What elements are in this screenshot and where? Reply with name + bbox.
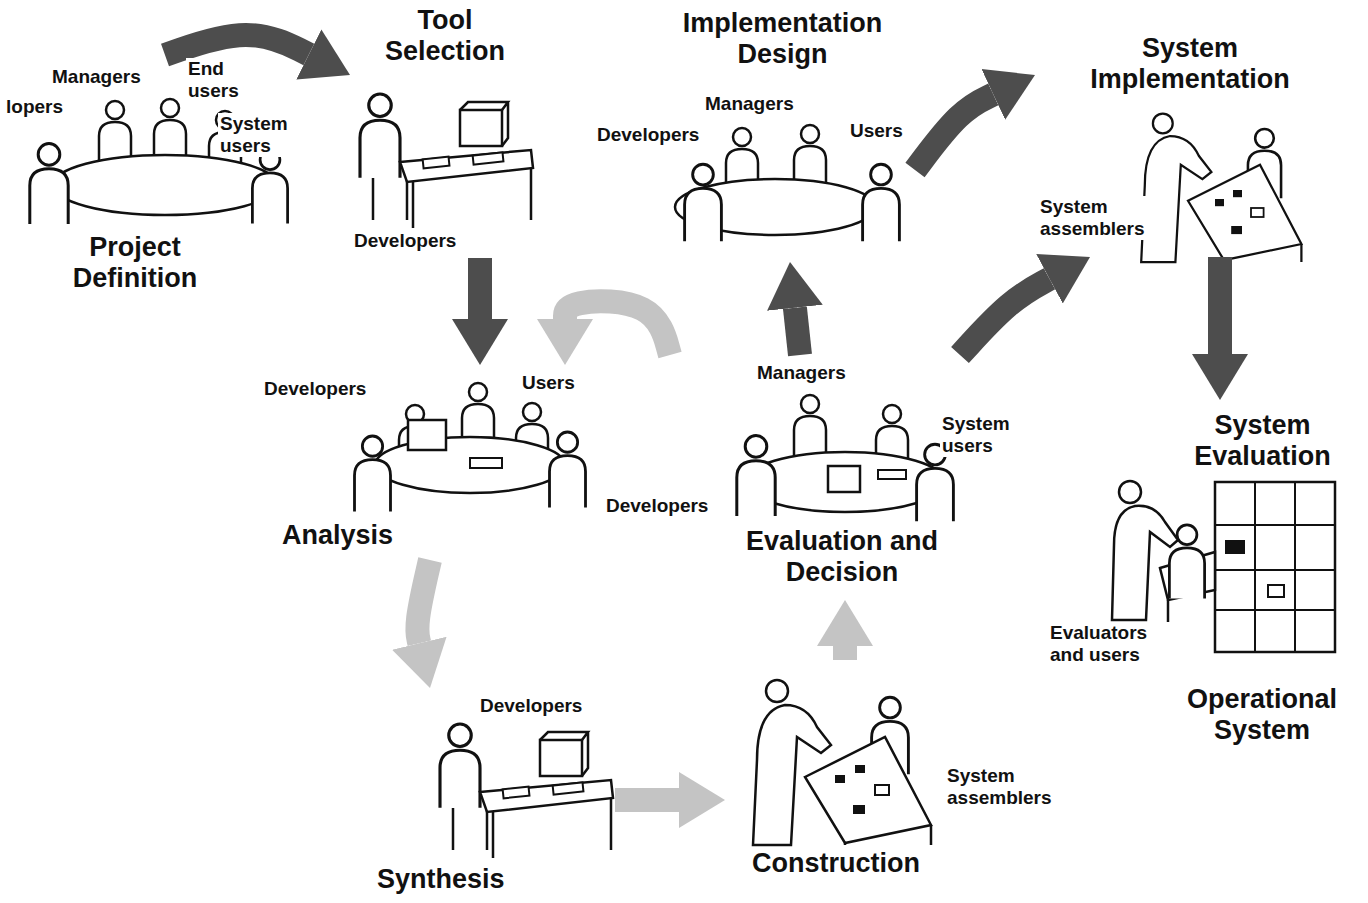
console-scene bbox=[753, 680, 931, 845]
stage-group: Construction System assemblers bbox=[725, 660, 1088, 885]
stage-heading: Project Definition bbox=[50, 232, 220, 294]
role-label: lopers bbox=[4, 96, 65, 118]
person-figure bbox=[685, 164, 722, 241]
person-figure bbox=[550, 432, 586, 507]
prototype-box bbox=[828, 466, 860, 492]
flow-arrow bbox=[1208, 257, 1232, 354]
stage-group: Synthesis Developers bbox=[370, 688, 615, 900]
equipment-cabinet bbox=[1215, 482, 1335, 652]
book bbox=[470, 458, 502, 468]
stage-heading: Implementation Design bbox=[660, 8, 905, 70]
person-head bbox=[1119, 481, 1141, 503]
stage-heading: System Evaluation bbox=[1170, 410, 1355, 472]
role-label: Managers bbox=[50, 66, 143, 88]
meeting-scene bbox=[675, 125, 899, 241]
role-label: System users bbox=[940, 413, 1020, 457]
person-figure bbox=[863, 164, 900, 241]
round-table bbox=[53, 155, 277, 215]
cabinet-panels bbox=[1215, 482, 1335, 652]
stage-heading: Operational System bbox=[1172, 684, 1352, 746]
desk-scene bbox=[360, 94, 533, 228]
role-label: Developers bbox=[595, 124, 701, 146]
role-label: Developers bbox=[478, 695, 584, 717]
flow-arrow bbox=[615, 788, 679, 812]
flow-arrow bbox=[468, 258, 492, 319]
stage-group: Implementation DesignManagersDevelopers U… bbox=[590, 5, 915, 262]
leaning-person bbox=[1112, 506, 1178, 620]
stage-group: Evaluation and Decision ManagersSystem us… bbox=[600, 355, 1030, 600]
flow-arrow bbox=[960, 279, 1049, 355]
stage-group: Project Definition lopers Managers End user… bbox=[0, 55, 296, 300]
stage-heading: Evaluation and Decision bbox=[732, 526, 952, 588]
role-label: Developers bbox=[352, 230, 458, 252]
role-label: Managers bbox=[703, 93, 796, 115]
book bbox=[878, 470, 906, 479]
role-label: System assemblers bbox=[1038, 196, 1148, 240]
flow-arrow bbox=[795, 308, 800, 355]
role-label: Users bbox=[848, 120, 905, 142]
edge-group bbox=[165, 35, 1220, 800]
role-label: Managers bbox=[755, 362, 848, 384]
flow-arrow bbox=[833, 646, 857, 660]
meeting-scene bbox=[355, 383, 586, 511]
person-figure bbox=[252, 150, 287, 224]
role-label: Evaluators and users bbox=[1048, 622, 1173, 666]
role-label: Developers bbox=[604, 495, 710, 517]
flow-arrow bbox=[915, 94, 993, 170]
stage-heading: Tool Selection bbox=[365, 5, 525, 67]
stage-heading: Construction bbox=[750, 848, 922, 879]
stage-heading: System Implementation bbox=[1070, 33, 1310, 95]
stage-group: Tool SelectionDevelopers bbox=[350, 0, 540, 258]
stage-heading: Analysis bbox=[280, 520, 395, 551]
panel-display bbox=[1225, 540, 1245, 554]
stage-heading: Synthesis bbox=[375, 864, 507, 895]
stage-group: System EvaluationEvaluators and usersOpe… bbox=[1045, 400, 1360, 755]
meeting-scene bbox=[737, 395, 954, 521]
computer-monitor bbox=[408, 420, 446, 450]
role-label: Users bbox=[520, 372, 577, 394]
stage-group: System ImplementationSystem assemblers bbox=[1035, 30, 1313, 257]
person-figure bbox=[355, 436, 391, 511]
stage-group: Analysis Developers Users bbox=[255, 365, 590, 560]
round-table bbox=[375, 437, 565, 493]
desk-scene bbox=[440, 724, 613, 858]
panel-display bbox=[1268, 585, 1284, 597]
role-label: System users bbox=[218, 113, 293, 157]
person-figure bbox=[737, 436, 775, 516]
flow-arrow bbox=[417, 560, 430, 643]
role-label: End users bbox=[186, 58, 248, 102]
person-figure bbox=[30, 144, 68, 224]
console-scene bbox=[1141, 114, 1301, 263]
role-label: Developers bbox=[262, 378, 368, 400]
flow-arrow bbox=[565, 301, 670, 355]
role-label: System assemblers bbox=[945, 765, 1085, 809]
flow-arrow bbox=[165, 35, 309, 55]
